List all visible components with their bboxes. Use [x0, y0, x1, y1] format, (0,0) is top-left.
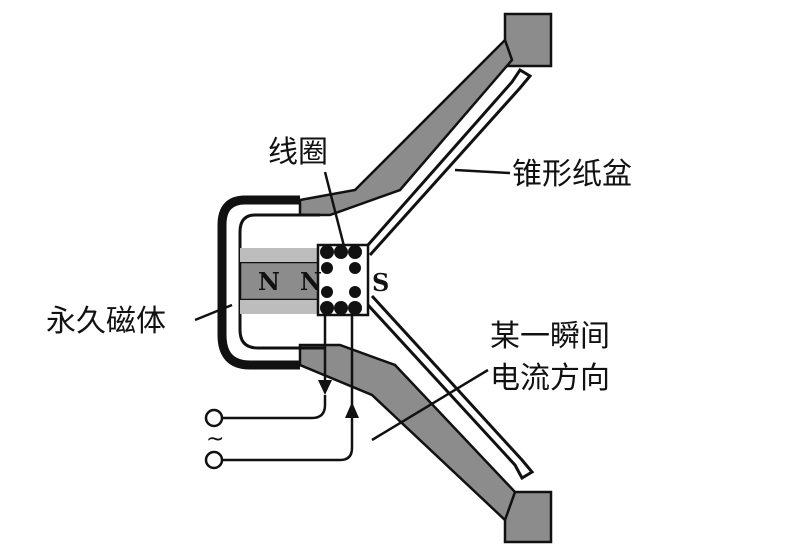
terminal-bottom: [204, 450, 224, 470]
up-arrow-icon: [345, 402, 359, 418]
magnet-core-band-top: [240, 248, 325, 262]
magnet-leader-line: [194, 303, 233, 322]
coil-leader-line: [323, 171, 347, 251]
current-leader-line: [371, 368, 489, 442]
label-current-line1: 某一瞬间: [490, 319, 610, 354]
pole-n-left: N: [258, 267, 280, 296]
ac-source-symbol: ~: [206, 427, 224, 452]
label-current-line2: 电流方向: [490, 361, 610, 396]
upper-frame-arm: [298, 37, 514, 217]
pole-s: S: [372, 268, 389, 297]
lower-frame-arm: [298, 343, 517, 523]
label-magnet: 永久磁体: [46, 304, 166, 339]
terminal-top: [204, 408, 224, 428]
down-arrow-icon: [318, 380, 332, 395]
lower-cone-line: [366, 294, 535, 481]
coil-wires: [222, 315, 359, 462]
upper-cone-line: [366, 67, 533, 257]
magnet-outer-shell: [217, 195, 300, 370]
cone-leader-line: [454, 168, 511, 175]
label-coil: 线圈: [268, 135, 328, 170]
coil-winding: [316, 243, 370, 317]
pole-n-right: N: [300, 267, 322, 296]
magnet-core-band-bottom: [240, 300, 325, 314]
label-cone: 锥形纸盆: [512, 157, 632, 192]
